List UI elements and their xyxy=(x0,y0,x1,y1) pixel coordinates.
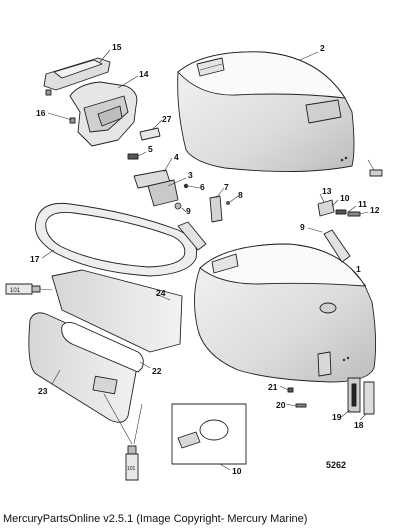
callout-7: 7 xyxy=(224,182,229,192)
callout-3: 3 xyxy=(188,170,193,180)
callout-20: 19 xyxy=(332,412,342,422)
latch-hardware-3-4-6-7-8 xyxy=(133,169,230,223)
tube-label-bottom: 101 xyxy=(127,466,136,472)
tube-part-9-left xyxy=(174,202,207,251)
sealant-tube-101-bottom xyxy=(125,445,139,481)
callout-22: 21 xyxy=(268,382,278,392)
callout-18: 17 xyxy=(30,254,40,264)
decals-part-19-20 xyxy=(347,377,375,415)
callout-24: 23 xyxy=(38,386,48,396)
footer-copyright: MercuryPartsOnline v2.5.1 (Image Copyrig… xyxy=(3,513,308,525)
callout-23: 22 xyxy=(152,366,162,376)
right-hardware-11-14 xyxy=(317,199,361,217)
callout-26: 27 xyxy=(162,114,172,124)
callout-4: 4 xyxy=(174,152,179,162)
screw-part-5 xyxy=(127,153,139,160)
plate-part-26 xyxy=(139,127,161,141)
lower-cowl-part-1 xyxy=(194,243,377,383)
leader-lines xyxy=(39,49,375,471)
figure-number: 5262 xyxy=(326,460,346,470)
callout-12: 11 xyxy=(358,199,367,209)
tube-label-left: 101 xyxy=(10,288,21,294)
side-panel-part-25 xyxy=(51,269,183,353)
kit-box-part-10 xyxy=(171,403,247,465)
lower-panel-part-24 xyxy=(28,312,144,423)
callout-15: 14 xyxy=(139,69,149,79)
callout-14: 13 xyxy=(322,186,332,196)
sealant-tube-101-left xyxy=(5,283,41,295)
top-cowl-part-2 xyxy=(177,51,355,172)
callout-6: 6 xyxy=(200,182,205,192)
latch-bracket-group-15-16-17 xyxy=(43,57,138,147)
callout-25: 24 xyxy=(156,288,166,298)
decal-part-27 xyxy=(369,169,383,177)
cowl-seal-part-18 xyxy=(34,202,198,277)
callout-13: 12 xyxy=(370,205,380,215)
callout-11: 10 xyxy=(340,193,350,203)
callout-9-left: 9 xyxy=(186,206,191,216)
callout-21: 20 xyxy=(276,400,286,410)
callout-2: 2 xyxy=(320,43,325,53)
callout-8: 8 xyxy=(238,190,243,200)
callout-19: 18 xyxy=(354,420,364,430)
hardware-part-21-22 xyxy=(287,387,307,408)
tube-part-9-right xyxy=(323,229,351,263)
callout-5: 5 xyxy=(148,144,153,154)
callout-16: 15 xyxy=(112,42,122,52)
callout-10: 10 xyxy=(232,466,242,476)
callout-9-right: 9 xyxy=(300,222,305,232)
callout-17: 16 xyxy=(36,108,46,118)
callout-1: 1 xyxy=(356,264,361,274)
callout-labels: 15 14 2 16 27 5 4 3 6 7 8 9 13 10 11 12 … xyxy=(10,42,380,476)
